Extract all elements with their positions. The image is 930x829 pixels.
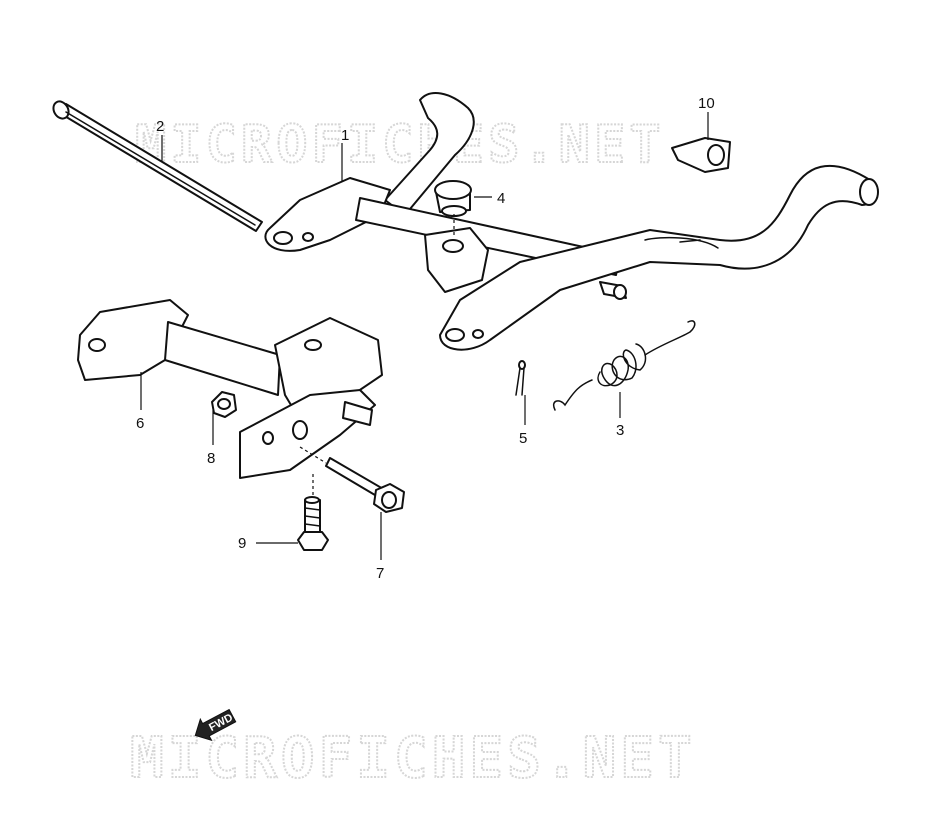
part-10-clip bbox=[671, 137, 731, 173]
part-5-cotter-pin bbox=[515, 360, 526, 396]
callout-4: 4 bbox=[497, 190, 505, 207]
part-7-bolt bbox=[325, 457, 405, 513]
part-4-stopper bbox=[434, 180, 472, 217]
callout-1: 1 bbox=[341, 127, 349, 144]
part-9-bolt bbox=[297, 496, 329, 551]
callout-6: 6 bbox=[136, 415, 144, 432]
callout-5: 5 bbox=[519, 430, 527, 447]
callout-2: 2 bbox=[156, 118, 164, 135]
callout-8: 8 bbox=[207, 450, 215, 467]
callout-3: 3 bbox=[616, 422, 624, 439]
leader-lines bbox=[140, 112, 709, 560]
part-6-bracket bbox=[77, 299, 383, 479]
watermark-bottom: MICROFICHES.NET bbox=[130, 726, 696, 791]
part-3-spring bbox=[553, 320, 696, 411]
watermark-top: MICROFICHES.NET bbox=[135, 115, 665, 175]
part-2-shaft bbox=[52, 100, 263, 232]
part-8-nut bbox=[211, 391, 237, 418]
callout-7: 7 bbox=[376, 565, 384, 582]
callout-10: 10 bbox=[698, 95, 715, 112]
callout-9: 9 bbox=[238, 535, 246, 552]
part-1-main-stand bbox=[264, 92, 879, 351]
